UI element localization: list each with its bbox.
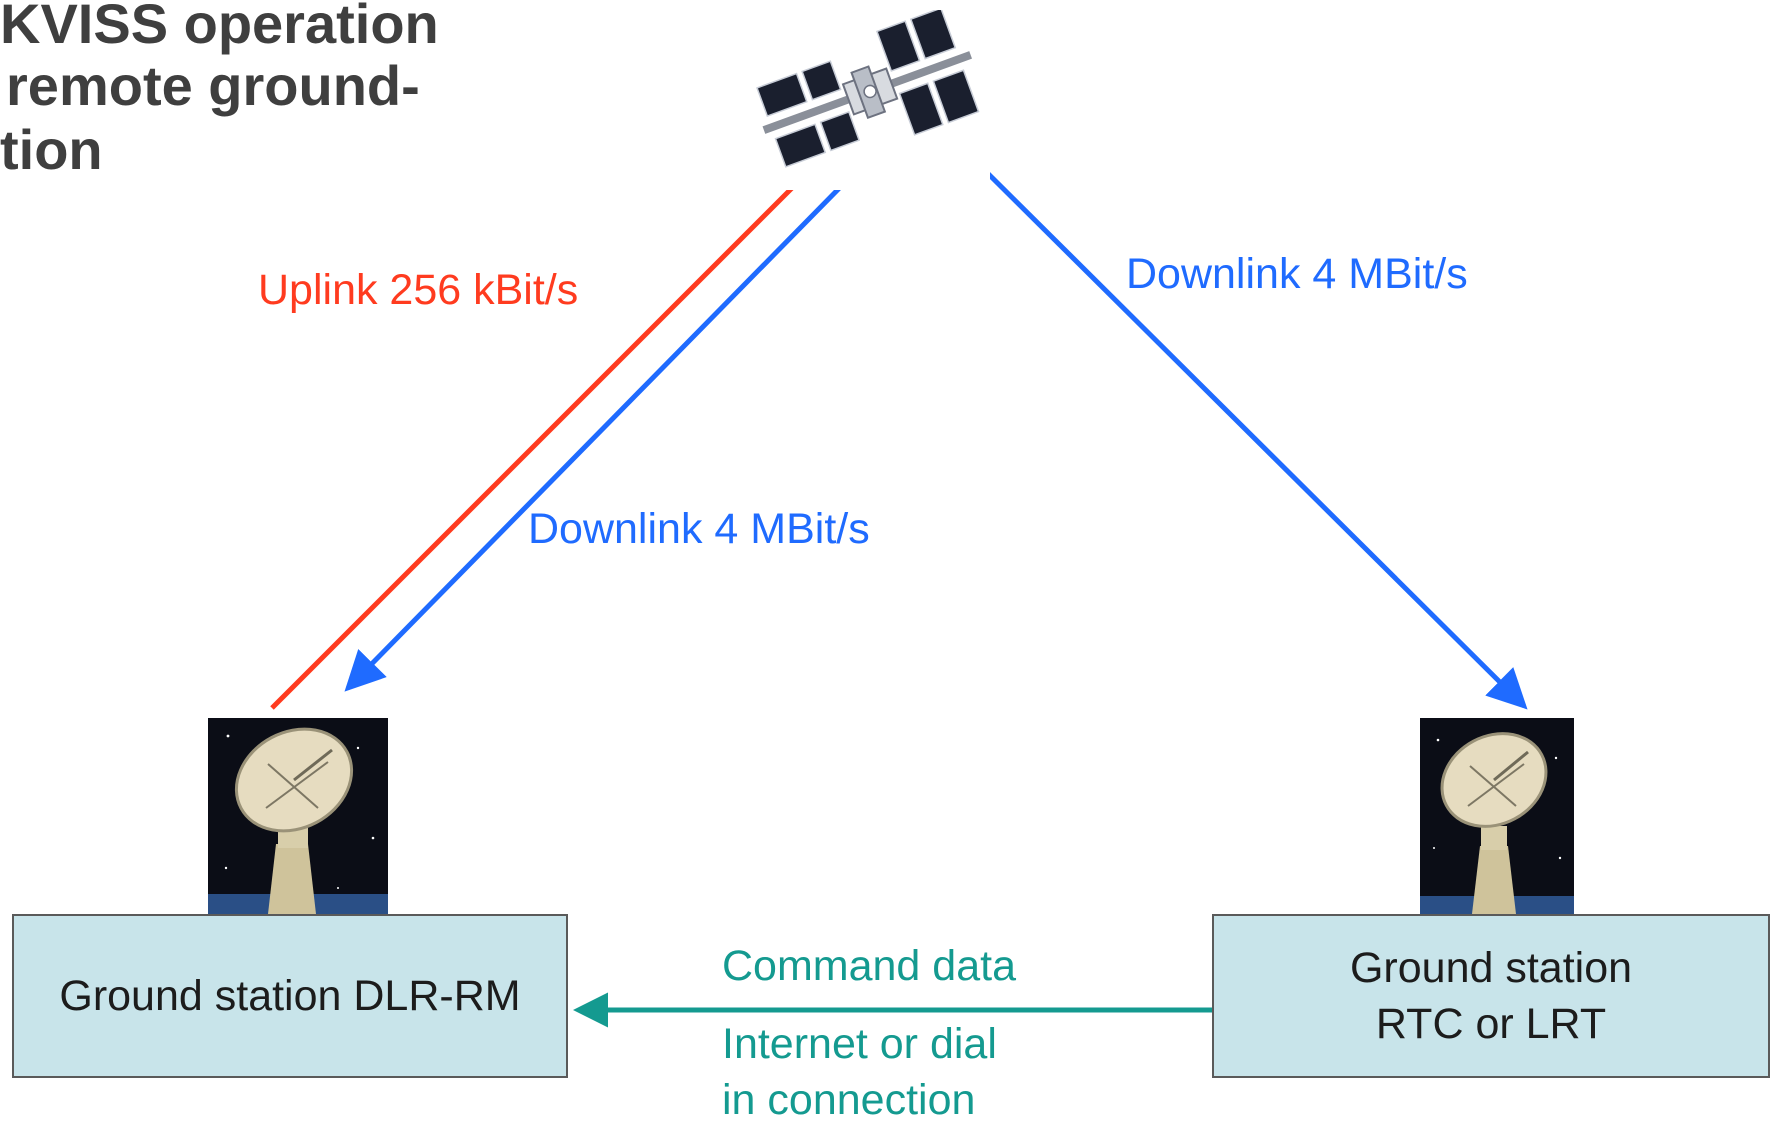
ground-station-local-label: Ground station DLR-RM	[59, 972, 521, 1020]
ground-station-remote-line-1: Ground station	[1349, 944, 1633, 992]
uplink-label: Uplink 256 kBit/s	[258, 266, 579, 314]
downlink-local-label: Downlink 4 MBit/s	[528, 505, 870, 553]
downlink-local-arrow	[344, 104, 922, 692]
local-antenna-photo	[208, 718, 388, 914]
command-data-label: Command data	[722, 942, 1016, 990]
satellite-dish-antenna-icon	[1420, 718, 1574, 914]
ground-station-remote-line-2: RTC or LRT	[1375, 1000, 1607, 1048]
connection-label-line-2: in connection	[722, 1076, 976, 1124]
remote-antenna-photo	[1420, 718, 1574, 914]
satellite-dish-antenna-icon	[208, 718, 388, 914]
ground-station-remote-label: Ground station RTC or LRT	[1350, 940, 1632, 1052]
title-line-3: tion	[0, 118, 103, 181]
ground-station-local-box: Ground station DLR-RM	[12, 914, 568, 1078]
space-station-icon	[750, 10, 990, 190]
downlink-remote-label: Downlink 4 MBit/s	[1126, 250, 1468, 298]
ground-station-remote-box: Ground station RTC or LRT	[1212, 914, 1770, 1078]
title-line-2: remote ground-	[6, 54, 420, 117]
uplink-arrow	[270, 116, 864, 710]
title-line-1: KVISS operation	[0, 0, 439, 55]
downlink-remote-arrow	[918, 104, 1528, 710]
connection-label-line-1: Internet or dial	[722, 1020, 997, 1068]
